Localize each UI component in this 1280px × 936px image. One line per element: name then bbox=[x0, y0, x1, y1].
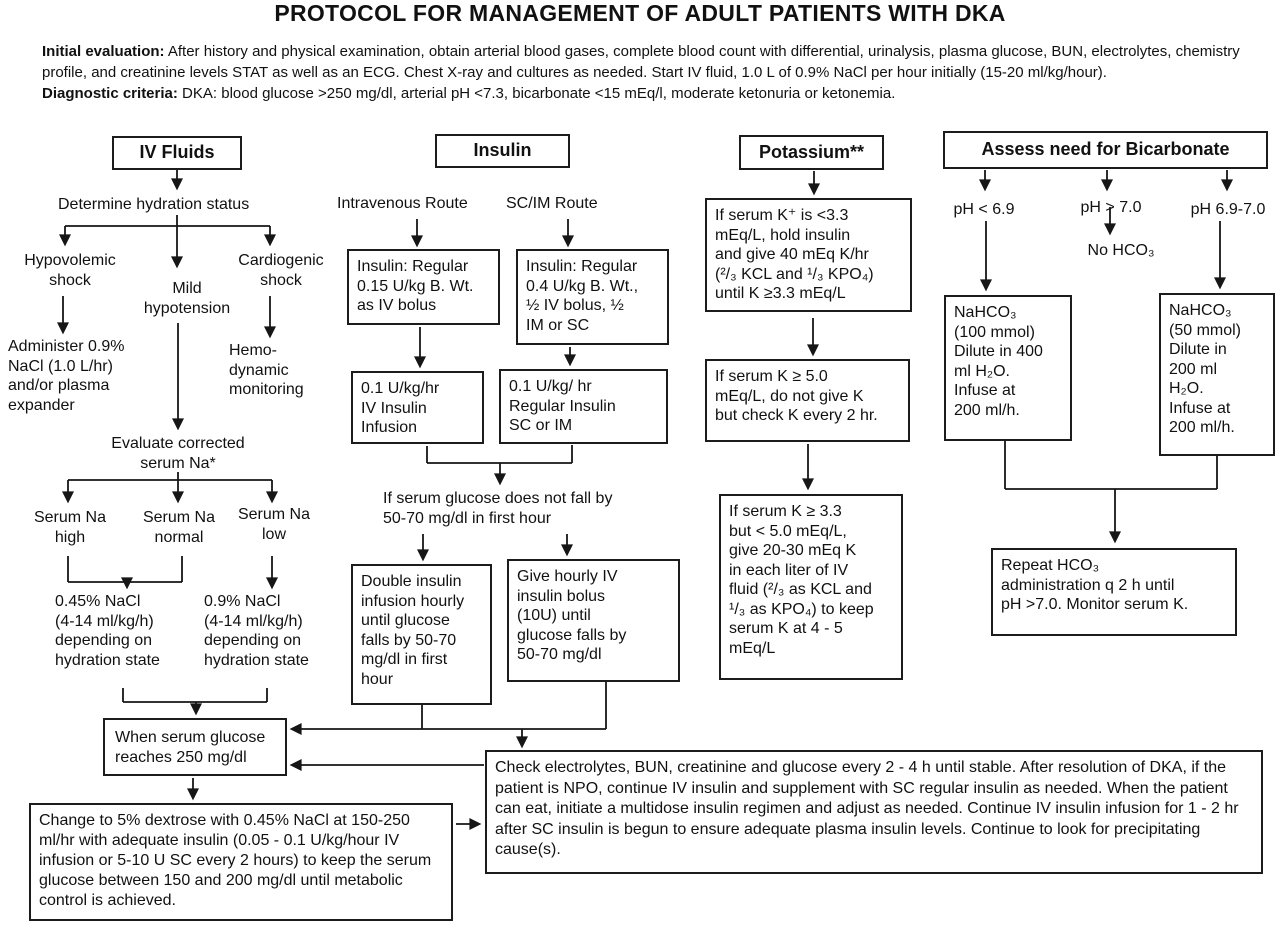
label-scim-route: SC/IM Route bbox=[506, 195, 598, 212]
diagnostic-criteria-paragraph: Diagnostic criteria: DKA: blood glucose … bbox=[42, 83, 1258, 104]
diagnostic-criteria-label: Diagnostic criteria: bbox=[42, 85, 178, 102]
label-ph-above-70: pH > 7.0 bbox=[1080, 199, 1142, 216]
node-insulin-scim-bolus: Insulin: Regular 0.4 U/kg B. Wt., ½ IV b… bbox=[516, 249, 669, 345]
node-when-glucose-250: When serum glucose reaches 250 mg/dl bbox=[103, 718, 287, 776]
node-potassium-header: Potassium** bbox=[739, 135, 884, 170]
diagnostic-criteria-text: DKA: blood glucose >250 mg/dl, arterial … bbox=[182, 85, 896, 102]
node-evaluate-serum-na: Evaluate corrected serum Na* bbox=[111, 435, 245, 472]
node-check-electrolytes: Check electrolytes, BUN, creatinine and … bbox=[485, 750, 1263, 874]
node-serum-na-high: Serum Na high bbox=[33, 509, 107, 546]
node-cardiogenic-shock: Cardiogenic shock bbox=[238, 252, 324, 289]
initial-evaluation-paragraph: Initial evaluation: After history and ph… bbox=[42, 41, 1258, 83]
node-administer-nacl: Administer 0.9% NaCl (1.0 L/hr) and/or p… bbox=[8, 338, 125, 414]
label-ph-69-to-70: pH 6.9-7.0 bbox=[1190, 201, 1266, 218]
node-hourly-iv-bolus: Give hourly IV insulin bolus (10U) until… bbox=[507, 559, 680, 682]
node-nacl-09: 0.9% NaCl (4-14 ml/kg/h) depending on hy… bbox=[204, 593, 309, 669]
node-hypovolemic-shock: Hypovolemic shock bbox=[24, 252, 116, 289]
node-serum-na-low: Serum Na low bbox=[237, 506, 311, 543]
label-intravenous-route: Intravenous Route bbox=[337, 195, 468, 212]
node-nacl-045: 0.45% NaCl (4-14 ml/kg/h) depending on h… bbox=[55, 593, 160, 669]
label-ph-below-69: pH < 6.9 bbox=[953, 201, 1015, 218]
initial-evaluation-text: After history and physical examination, … bbox=[42, 43, 1240, 81]
intro-text-block: Initial evaluation: After history and ph… bbox=[42, 41, 1258, 104]
node-mild-hypotension: Mild hypotension bbox=[143, 280, 231, 317]
label-if-glucose-not-fall: If serum glucose does not fall by 50-70 … bbox=[383, 490, 613, 527]
node-determine-hydration: Determine hydration status bbox=[58, 196, 250, 213]
node-nahco3-100: NaHCO₃ (100 mmol) Dilute in 400 ml H₂O. … bbox=[944, 295, 1072, 441]
node-k-below-33: If serum K⁺ is <3.3 mEq/L, hold insulin … bbox=[705, 198, 912, 312]
node-hemodynamic-monitoring: Hemo- dynamic monitoring bbox=[229, 342, 304, 398]
node-iv-fluids-header: IV Fluids bbox=[112, 136, 242, 170]
node-k-above-50: If serum K ≥ 5.0 mEq/L, do not give K bu… bbox=[705, 359, 910, 442]
page-title: PROTOCOL FOR MANAGEMENT OF ADULT PATIENT… bbox=[274, 0, 1006, 26]
node-nahco3-50: NaHCO₃ (50 mmol) Dilute in 200 ml H₂O. I… bbox=[1159, 293, 1275, 456]
node-insulin-header: Insulin bbox=[435, 134, 570, 168]
node-repeat-hco3: Repeat HCO₃ administration q 2 h until p… bbox=[991, 548, 1237, 636]
node-scim-insulin: 0.1 U/kg/ hr Regular Insulin SC or IM bbox=[499, 369, 668, 444]
node-k-33-to-50: If serum K ≥ 3.3 but < 5.0 mEq/L, give 2… bbox=[719, 494, 903, 680]
node-serum-na-normal: Serum Na normal bbox=[142, 509, 216, 546]
node-bicarbonate-header: Assess need for Bicarbonate bbox=[943, 131, 1268, 169]
node-iv-insulin-infusion: 0.1 U/kg/hr IV Insulin Infusion bbox=[351, 371, 484, 444]
initial-evaluation-label: Initial evaluation: bbox=[42, 43, 165, 60]
node-change-dextrose: Change to 5% dextrose with 0.45% NaCl at… bbox=[29, 803, 453, 921]
label-no-hco3: No HCO₃ bbox=[1087, 242, 1155, 259]
node-insulin-iv-bolus: Insulin: Regular 0.15 U/kg B. Wt. as IV … bbox=[347, 249, 500, 325]
node-double-insulin-infusion: Double insulin infusion hourly until glu… bbox=[351, 564, 492, 705]
